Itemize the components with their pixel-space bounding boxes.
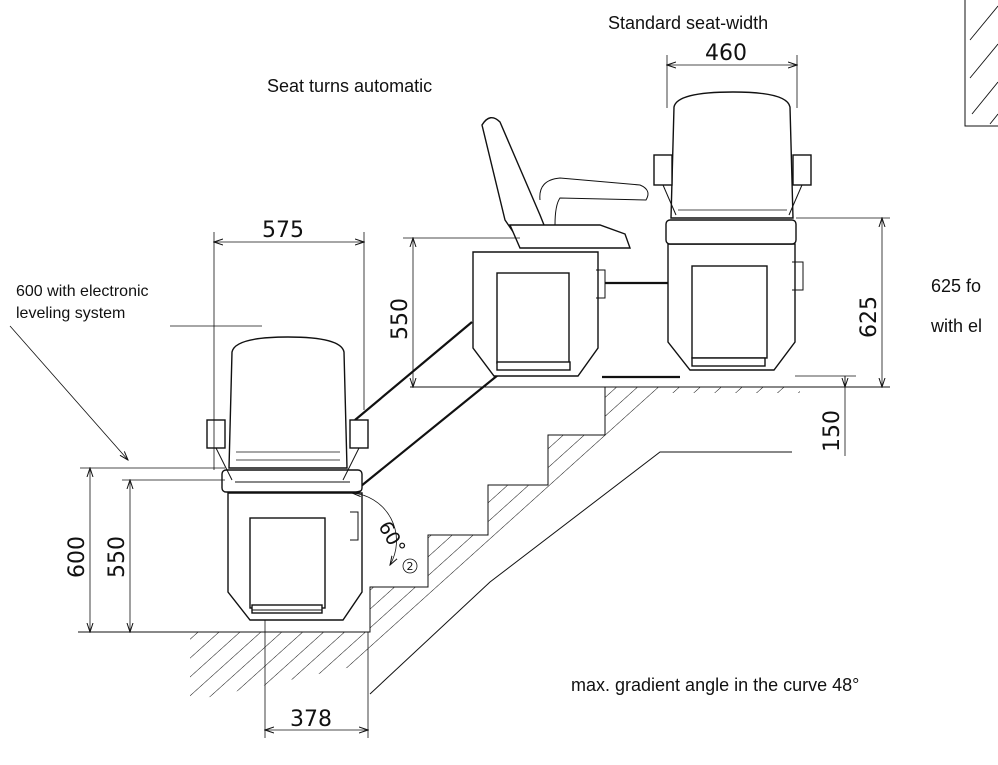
dim-lower-total-height: 600 <box>65 536 90 578</box>
leveling-note-line2: leveling system <box>16 305 125 322</box>
dim-overall-width: 575 <box>262 218 304 243</box>
rail-system <box>349 281 680 496</box>
stair-hatched-section <box>190 387 800 698</box>
upper-stairlift-front <box>653 91 812 371</box>
staircase <box>78 386 890 698</box>
upper-stairlift-turned <box>472 117 649 377</box>
angle-value: 60° <box>374 518 410 558</box>
right-note-line1: 625 fo <box>931 276 981 296</box>
standard-seat-width-label: Standard seat-width <box>608 13 768 33</box>
dim-upper-seat-height: 550 <box>388 298 413 340</box>
right-note-line2: with el <box>930 316 982 336</box>
stair-soffit-line <box>369 451 792 695</box>
dim-seat-width: 460 <box>705 41 747 66</box>
angle-marker: 2 <box>407 560 414 573</box>
dim-lower-seat-height: 550 <box>105 536 130 578</box>
lower-stairlift <box>206 336 369 621</box>
seat-turns-label: Seat turns automatic <box>267 76 432 96</box>
wall-section <box>964 0 998 127</box>
leveling-note-line1: 600 with electronic <box>16 283 149 300</box>
stair-profile <box>78 386 880 633</box>
dim-step-rise: 150 <box>820 410 845 452</box>
dim-rail-offset: 378 <box>290 707 332 732</box>
gradient-note: max. gradient angle in the curve 48° <box>571 675 859 695</box>
dimension-lines <box>9 55 890 738</box>
dim-upper-total-height: 625 <box>857 296 882 338</box>
angle-marker-circle <box>402 558 418 574</box>
